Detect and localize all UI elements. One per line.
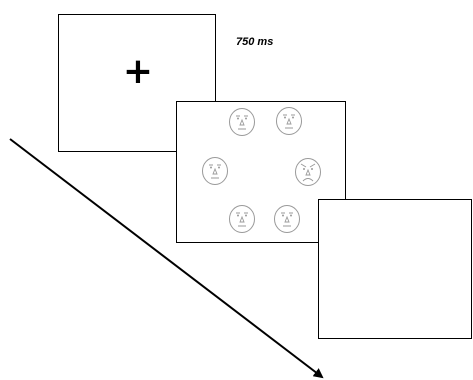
face-angry-middle-right [294, 157, 322, 187]
neutral-face-icon [229, 108, 255, 136]
face-neutral-bottom-right [273, 204, 301, 234]
neutral-face-icon [202, 157, 228, 185]
neutral-face-icon [274, 205, 300, 233]
face-neutral-top-right [275, 106, 303, 136]
face-neutral-middle-left [201, 156, 229, 186]
angry-face-icon [295, 158, 321, 186]
neutral-face-icon [229, 205, 255, 233]
duration-label: 750 ms [236, 36, 274, 48]
neutral-face-icon [276, 107, 302, 135]
face-neutral-top-left [228, 107, 256, 137]
fixation-screen: + [58, 14, 216, 152]
fixation-cross: + [122, 51, 154, 92]
blank-screen [318, 199, 472, 339]
face-neutral-bottom-left [228, 204, 256, 234]
